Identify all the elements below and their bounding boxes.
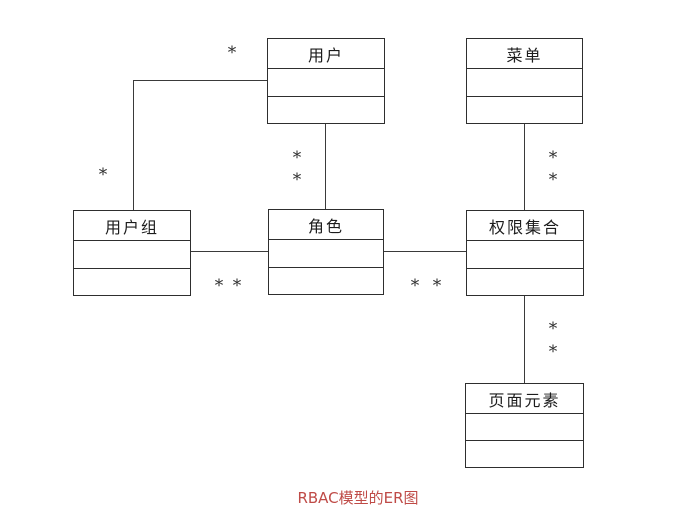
entity-permissionset-attribute-row — [467, 241, 583, 269]
multiplicity-menu-permissionset-lower: * — [548, 170, 558, 191]
entity-user-title: 用户 — [268, 39, 384, 69]
entity-pageelement-attribute-row — [466, 441, 583, 467]
entity-role-attribute-row — [269, 267, 383, 294]
multiplicity-role-permissionset-left: * — [410, 276, 420, 297]
multiplicity-user-role-lower: * — [292, 170, 302, 191]
entity-menu-attribute-row — [467, 69, 582, 97]
connector-permissionset-pageelement — [524, 295, 526, 384]
entity-role-title: 角色 — [269, 210, 383, 240]
entity-permissionset: 权限集合 — [466, 210, 584, 296]
entity-usergroup-attribute-row — [74, 241, 190, 269]
multiplicity-usergroup-role-left: * — [214, 276, 224, 297]
multiplicity-usergroup-side: * — [98, 165, 108, 186]
entity-role: 角色 — [268, 209, 384, 295]
multiplicity-menu-permissionset-upper: * — [548, 148, 558, 169]
connector-role-permissionset — [383, 251, 467, 253]
entity-usergroup: 用户组 — [73, 210, 191, 296]
multiplicity-role-permissionset-right: * — [432, 276, 442, 297]
entity-pageelement: 页面元素 — [465, 383, 584, 468]
entity-permissionset-title: 权限集合 — [467, 211, 583, 241]
connector-usergroup-user-horizontal — [133, 80, 267, 82]
entity-user-attribute-row — [268, 96, 384, 123]
multiplicity-user-role-upper: * — [292, 148, 302, 169]
connector-user-role — [325, 123, 327, 210]
entity-pageelement-title: 页面元素 — [466, 384, 583, 414]
multiplicity-usergroup-role-right: * — [232, 276, 242, 297]
multiplicity-permissionset-pageelement-lower: * — [548, 342, 558, 363]
entity-pageelement-attribute-row — [466, 414, 583, 441]
entity-user: 用户 — [267, 38, 385, 124]
diagram-caption: RBAC模型的ER图 — [297, 489, 419, 507]
entity-user-attribute-row — [268, 69, 384, 97]
connector-menu-permissionset — [524, 123, 526, 210]
entity-usergroup-title: 用户组 — [74, 211, 190, 241]
entity-menu-attribute-row — [467, 96, 582, 123]
connector-usergroup-user-vertical — [133, 80, 135, 210]
multiplicity-user-side: * — [227, 43, 237, 64]
connector-usergroup-role — [191, 251, 269, 253]
entity-menu-title: 菜单 — [467, 39, 582, 69]
entity-role-attribute-row — [269, 240, 383, 268]
entity-usergroup-attribute-row — [74, 268, 190, 295]
multiplicity-permissionset-pageelement-upper: * — [548, 319, 558, 340]
entity-menu: 菜单 — [466, 38, 583, 124]
entity-permissionset-attribute-row — [467, 268, 583, 295]
